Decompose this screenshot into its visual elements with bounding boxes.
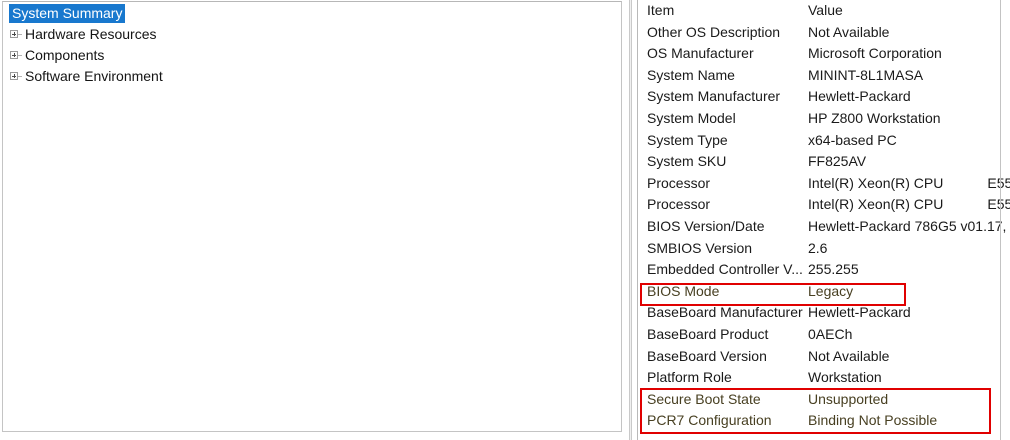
details-item-cell: Processor — [647, 174, 711, 191]
tree-connector-line — [18, 34, 22, 35]
details-value-cell: Legacy — [808, 282, 854, 299]
details-value-cell: Hewlett-Packard — [808, 304, 911, 321]
tree-item-system-summary[interactable]: System Summary — [3, 3, 621, 24]
details-item-cell: BaseBoard Product — [647, 325, 769, 342]
details-value-cell: MININT-8L1MASA — [808, 66, 924, 83]
details-item-cell: BaseBoard Manufacturer — [647, 304, 803, 321]
details-item-cell: BIOS Version/Date — [647, 217, 765, 234]
tree-connector-line — [18, 76, 22, 77]
details-row[interactable]: Embedded Controller V... 255.255 — [638, 259, 1010, 281]
expand-plus-icon[interactable] — [5, 45, 23, 66]
details-value-cell: Hewlett-Packard — [808, 88, 911, 105]
tree-item-label: Hardware Resources — [25, 26, 157, 42]
column-header-value: Value — [808, 2, 843, 18]
details-item-cell: Platform Role — [647, 369, 732, 386]
tree-item-software-environment[interactable]: Software Environment — [3, 66, 621, 87]
pane-splitter[interactable] — [624, 0, 637, 440]
details-row[interactable]: Secure Boot State Unsupported — [638, 389, 1010, 411]
details-panel-right-border — [1000, 0, 1001, 440]
details-value-model-text: E5506 — [987, 196, 1010, 213]
details-value-cell: Not Available — [808, 347, 890, 364]
details-item-cell: OS Manufacturer — [647, 45, 754, 62]
details-item-cell: Other OS Description — [647, 23, 781, 40]
details-value-cell: 0AECh — [808, 325, 853, 342]
details-value-cell: Binding Not Possible — [808, 412, 938, 429]
tree-item-label: System Summary — [9, 4, 126, 23]
details-header-row: Item Value — [638, 0, 1010, 22]
expand-plus-box — [10, 72, 18, 80]
expand-plus-box — [10, 51, 18, 59]
column-header-item: Item — [647, 2, 675, 18]
details-value-cell: Intel(R) Xeon(R) CPU E5506 — [808, 173, 1010, 195]
details-row[interactable]: Processor Intel(R) Xeon(R) CPU E5506 — [638, 194, 1010, 216]
details-item-cell: System SKU — [647, 153, 727, 170]
details-value-text: Intel(R) Xeon(R) CPU — [808, 174, 944, 191]
details-item-cell: BIOS Mode — [647, 282, 720, 299]
details-value-cell: x64-based PC — [808, 131, 897, 148]
tree-item-hardware-resources[interactable]: Hardware Resources — [3, 24, 621, 45]
tree-item-components[interactable]: Components — [3, 45, 621, 66]
details-item-cell: BaseBoard Version — [647, 347, 767, 364]
details-value-cell: Not Available — [808, 23, 890, 40]
details-row[interactable]: SMBIOS Version 2.6 — [638, 238, 1010, 260]
details-row[interactable]: Other OS Description Not Available — [638, 22, 1010, 44]
details-value-cell: Hewlett-Packard 786G5 v01.17, 8/ — [808, 217, 1010, 234]
details-row[interactable]: System SKU FF825AV — [638, 151, 1010, 173]
details-row[interactable]: System Manufacturer Hewlett-Packard — [638, 86, 1010, 108]
details-value-cell: Intel(R) Xeon(R) CPU E5506 — [808, 194, 1010, 216]
expand-plus-icon[interactable] — [5, 24, 23, 45]
expand-plus-box — [10, 30, 18, 38]
details-item-cell: System Name — [647, 66, 735, 83]
details-value-cell: 255.255 — [808, 261, 859, 278]
details-row[interactable]: BaseBoard Version Not Available — [638, 346, 1010, 368]
splitter-grip[interactable] — [629, 0, 632, 440]
details-row[interactable]: Processor Intel(R) Xeon(R) CPU E5506 — [638, 173, 1010, 195]
tree-item-label: Components — [25, 47, 105, 63]
details-value-cell: FF825AV — [808, 153, 867, 170]
details-item-cell: Secure Boot State — [647, 390, 761, 407]
details-row[interactable]: BaseBoard Manufacturer Hewlett-Packard — [638, 302, 1010, 324]
tree-connector-line — [18, 55, 22, 56]
details-row[interactable]: BIOS Mode Legacy — [638, 281, 1010, 303]
details-item-cell: SMBIOS Version — [647, 239, 753, 256]
details-row[interactable]: OS Manufacturer Microsoft Corporation — [638, 43, 1010, 65]
details-row[interactable]: System Model HP Z800 Workstation — [638, 108, 1010, 130]
details-value-text: Intel(R) Xeon(R) CPU — [808, 196, 944, 213]
details-row[interactable]: System Type x64-based PC — [638, 130, 1010, 152]
details-row[interactable]: Platform Role Workstation — [638, 367, 1010, 389]
details-value-cell: 2.6 — [808, 239, 828, 256]
details-item-cell: PCR7 Configuration — [647, 412, 772, 429]
details-value-cell: HP Z800 Workstation — [808, 109, 941, 126]
details-value-cell: Workstation — [808, 369, 882, 386]
details-item-cell: System Model — [647, 109, 736, 126]
details-value-model-text: E5506 — [987, 174, 1010, 191]
details-row[interactable]: System Name MININT-8L1MASA — [638, 65, 1010, 87]
details-item-cell: System Manufacturer — [647, 88, 781, 105]
details-value-cell: Unsupported — [808, 390, 889, 407]
details-row[interactable]: BIOS Version/Date Hewlett-Packard 786G5 v… — [638, 216, 1010, 238]
details-item-cell: Processor — [647, 196, 711, 213]
tree-item-label: Software Environment — [25, 68, 163, 84]
details-item-cell: Embedded Controller V... — [647, 261, 803, 278]
expand-plus-icon[interactable] — [5, 66, 23, 87]
details-row[interactable]: PCR7 Configuration Binding Not Possible — [638, 410, 1010, 432]
details-item-cell: System Type — [647, 131, 728, 148]
details-row[interactable]: BaseBoard Product 0AECh — [638, 324, 1010, 346]
details-value-cell: Microsoft Corporation — [808, 45, 942, 62]
